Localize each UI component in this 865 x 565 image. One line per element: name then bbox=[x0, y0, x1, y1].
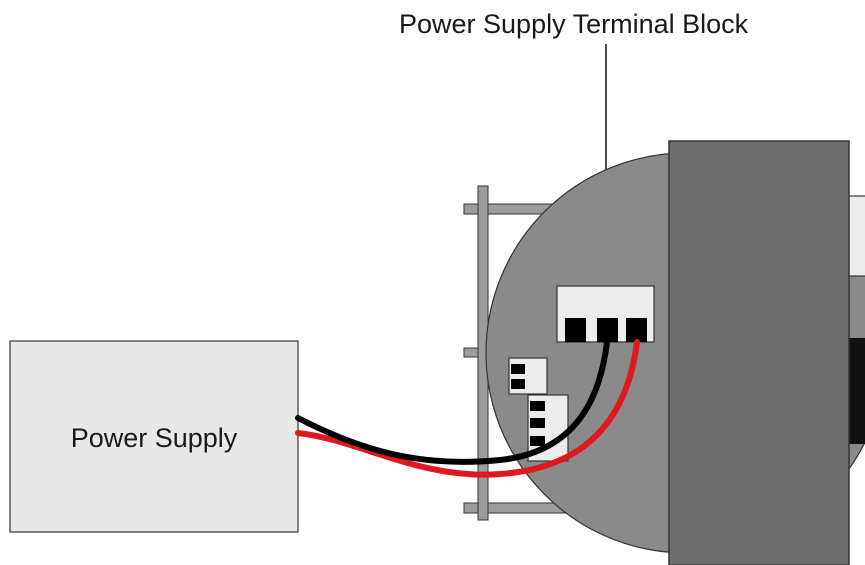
power-supply-box bbox=[9, 340, 299, 533]
power-supply-label: Power Supply bbox=[71, 423, 238, 453]
small-connector-upper bbox=[508, 357, 548, 395]
black-wire bbox=[295, 339, 610, 465]
device-body bbox=[668, 140, 850, 565]
red-wire bbox=[295, 339, 640, 478]
power-supply-terminal-block bbox=[556, 285, 655, 343]
terminal-block-callout-label: Power Supply Terminal Block bbox=[399, 9, 749, 39]
